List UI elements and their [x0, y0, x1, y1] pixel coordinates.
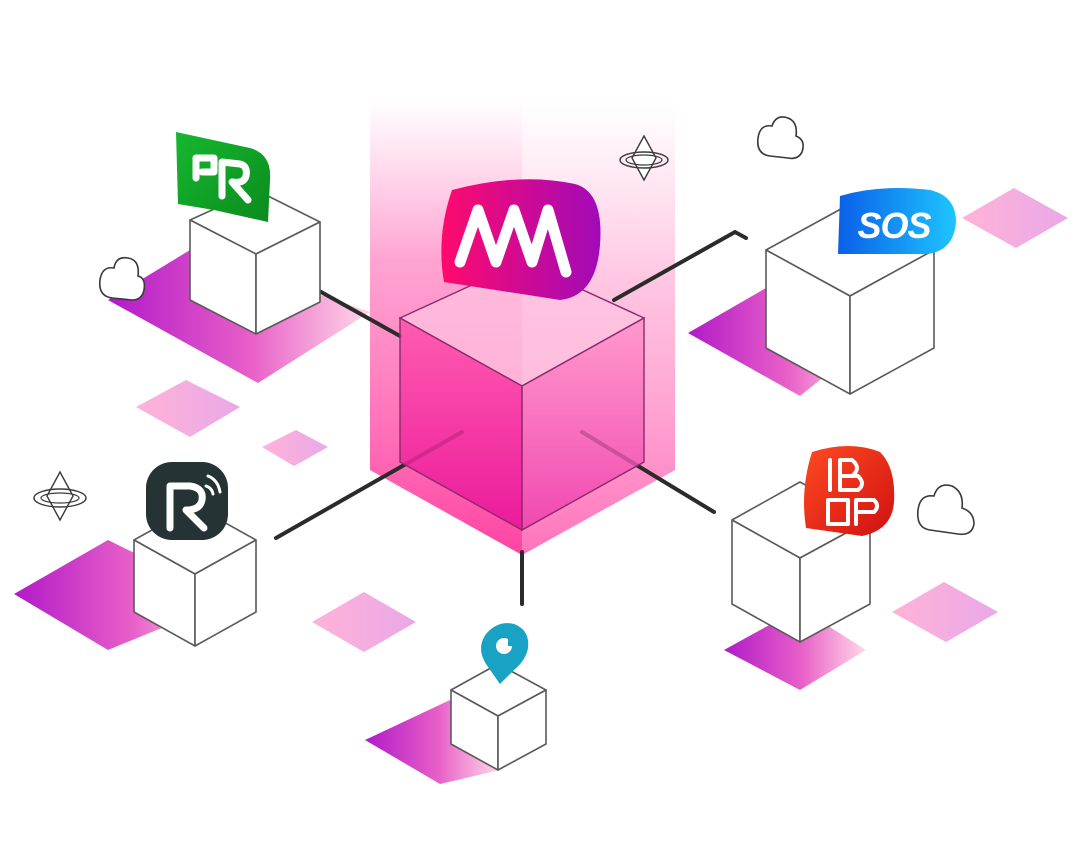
ibop-logo	[804, 446, 895, 536]
r-logo	[146, 462, 228, 540]
sos-logo-text: SOS	[857, 205, 931, 246]
cloud-icon	[756, 116, 804, 160]
r-logo-mark	[166, 482, 208, 532]
cloud-icon	[98, 256, 146, 301]
tile-soft-3	[312, 592, 416, 652]
cube-ibop	[731, 481, 871, 643]
tile-soft-4	[962, 188, 1068, 248]
tile-soft-2	[262, 430, 328, 466]
diamond-ring-icon	[33, 470, 87, 522]
diamond-ring-icon	[619, 134, 669, 182]
cube-sr	[189, 189, 321, 335]
tile-pin	[365, 700, 500, 784]
tile-r	[14, 540, 230, 650]
r-logo-wave	[204, 474, 222, 496]
sos-logo: SOS	[838, 188, 956, 254]
hub-cube	[398, 261, 646, 532]
cloud-icons	[98, 116, 975, 536]
tile-ibop	[724, 608, 866, 690]
hub-logo-mark	[454, 204, 572, 278]
pin-logo	[481, 623, 529, 684]
connector-sos	[612, 229, 748, 302]
ibop-logo-mark	[826, 458, 879, 526]
hub-logo	[441, 179, 601, 300]
cloud-icon	[916, 484, 975, 536]
sr-logo-mark	[192, 154, 252, 204]
tile-soft-1	[136, 380, 240, 437]
diamond-icons	[33, 134, 669, 522]
sr-logo	[176, 132, 271, 222]
cube-pin	[450, 663, 547, 771]
tile-soft-5	[892, 582, 998, 642]
